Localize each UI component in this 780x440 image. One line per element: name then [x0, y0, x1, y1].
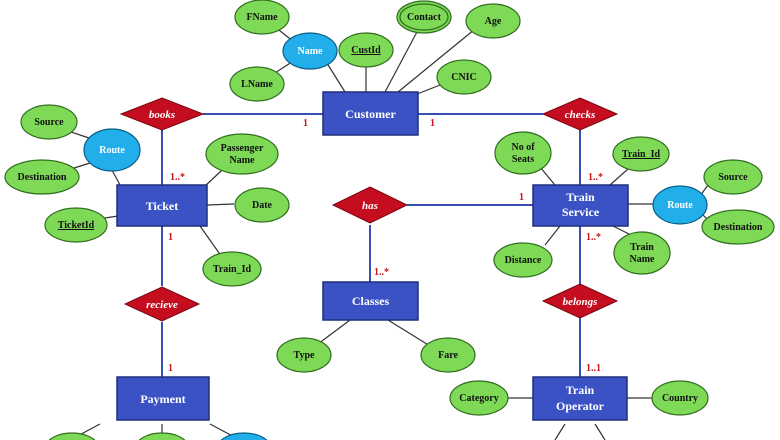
relationship-books[interactable]: books	[119, 97, 205, 131]
entity-train-service[interactable]: Train Service	[532, 184, 629, 227]
card-recieve-ticket: 1	[168, 232, 173, 243]
card-belongs-operator: 1..1	[586, 363, 601, 374]
attr-no-of-seats-line1: No of	[511, 142, 535, 153]
attr-contact-label: Contact	[407, 12, 442, 23]
attr-passenger-name[interactable]: Passenger Name	[205, 133, 279, 175]
attr-source-right[interactable]: Source	[703, 159, 763, 195]
entity-customer[interactable]: Customer	[322, 91, 419, 136]
attr-no-of-seats-line2: Seats	[512, 154, 534, 165]
attr-custid[interactable]: CustId	[338, 32, 394, 68]
attr-train-name-line1: Train	[630, 242, 654, 253]
relationship-links	[161, 113, 581, 377]
attr-destination-left[interactable]: Destination	[4, 159, 80, 195]
attr-fare-label: Fare	[438, 350, 458, 361]
attr-payment-partial-2	[138, 432, 186, 440]
attr-custid-label: CustId	[351, 45, 381, 56]
attr-country-label: Country	[662, 393, 698, 404]
entity-train-operator-label-line1: Train	[566, 383, 595, 397]
card-has-classes: 1..*	[374, 267, 389, 278]
attr-distance[interactable]: Distance	[493, 242, 553, 278]
relationship-has-label: has	[362, 200, 378, 212]
attr-destination-left-label: Destination	[18, 172, 67, 183]
attr-train-id-service-label: Train_Id	[622, 149, 661, 160]
attr-destination-right-label: Destination	[714, 222, 763, 233]
entity-customer-label: Customer	[345, 107, 396, 121]
attr-type-label: Type	[294, 350, 315, 361]
attr-passenger-name-line1: Passenger	[221, 143, 264, 154]
attr-age-label: Age	[485, 16, 502, 27]
attr-route-left-label: Route	[99, 145, 125, 156]
attr-no-of-seats[interactable]: No of Seats	[494, 131, 552, 175]
entity-ticket-label: Ticket	[146, 199, 178, 213]
entity-payment[interactable]: Payment	[116, 376, 210, 421]
attr-fare[interactable]: Fare	[420, 337, 476, 373]
attr-train-id-ticket-label: Train_Id	[213, 264, 252, 275]
attr-route-left[interactable]: Route	[83, 128, 141, 172]
relationship-checks-label: checks	[565, 109, 596, 121]
attr-source-right-label: Source	[718, 172, 748, 183]
attr-type[interactable]: Type	[276, 337, 332, 373]
entity-ticket[interactable]: Ticket	[116, 184, 208, 227]
attr-train-name-line2: Name	[630, 254, 656, 265]
attr-source-left-label: Source	[34, 117, 64, 128]
entity-train-operator-label-line2: Operator	[556, 399, 605, 413]
entity-payment-label: Payment	[140, 392, 185, 406]
attr-train-id-ticket[interactable]: Train_Id	[202, 251, 262, 287]
relationship-recieve[interactable]: recieve	[123, 286, 201, 322]
attr-date[interactable]: Date	[234, 187, 290, 223]
entity-train-service-label-line2: Service	[562, 205, 600, 219]
attr-age[interactable]: Age	[465, 3, 521, 39]
entity-train-operator[interactable]: Train Operator	[532, 376, 628, 421]
relationship-books-label: books	[149, 109, 175, 121]
attr-route-right[interactable]: Route	[652, 185, 708, 225]
attr-lname-label: LName	[241, 79, 273, 90]
attr-category[interactable]: Category	[449, 380, 509, 416]
attr-country[interactable]: Country	[651, 380, 709, 416]
attr-cnic[interactable]: CNIC	[436, 59, 492, 95]
attr-fname[interactable]: FName	[234, 0, 290, 35]
card-belongs-service: 1..*	[586, 232, 601, 243]
card-books-ticket: 1..*	[170, 172, 185, 183]
card-recieve-payment: 1	[168, 363, 173, 374]
entity-classes-label: Classes	[352, 294, 390, 308]
attr-route-right-label: Route	[667, 200, 693, 211]
attr-passenger-name-line2: Name	[230, 155, 256, 166]
attr-name-label: Name	[298, 46, 324, 57]
attr-payment-partial-3	[220, 432, 268, 440]
attr-name[interactable]: Name	[282, 32, 338, 70]
relationship-has[interactable]: has	[331, 186, 409, 224]
relationship-belongs[interactable]: belongs	[541, 283, 619, 319]
attr-distance-label: Distance	[505, 255, 542, 266]
relationship-checks[interactable]: checks	[541, 97, 619, 131]
multivalued-ring	[399, 3, 449, 31]
attr-contact[interactable]: Contact	[396, 0, 452, 34]
attr-lname[interactable]: LName	[229, 66, 285, 102]
relationship-recieve-label: recieve	[146, 299, 178, 311]
card-books-customer: 1	[303, 118, 308, 129]
attr-cnic-label: CNIC	[451, 72, 477, 83]
attr-ticketid-label: TicketId	[58, 220, 95, 231]
attr-date-label: Date	[252, 200, 273, 211]
attr-ticketid[interactable]: TicketId	[44, 207, 108, 243]
entity-classes[interactable]: Classes	[322, 281, 419, 321]
attr-train-id-service[interactable]: Train_Id	[612, 136, 670, 172]
attr-category-label: Category	[459, 393, 498, 404]
attr-payment-partial-1	[48, 432, 96, 440]
attr-destination-right[interactable]: Destination	[701, 209, 775, 245]
card-checks-customer: 1	[430, 118, 435, 129]
attr-fname-label: FName	[246, 12, 278, 23]
attr-train-name[interactable]: Train Name	[613, 231, 671, 275]
card-has-service: 1	[519, 192, 524, 203]
relationship-belongs-label: belongs	[563, 296, 598, 308]
entity-train-service-label-line1: Train	[566, 190, 595, 204]
cardinalities: 1 1..* 1 1..* 1 1..* 1 1 1..* 1..1	[168, 118, 603, 374]
card-checks-service: 1..*	[588, 172, 603, 183]
attr-source-left[interactable]: Source	[20, 104, 78, 140]
